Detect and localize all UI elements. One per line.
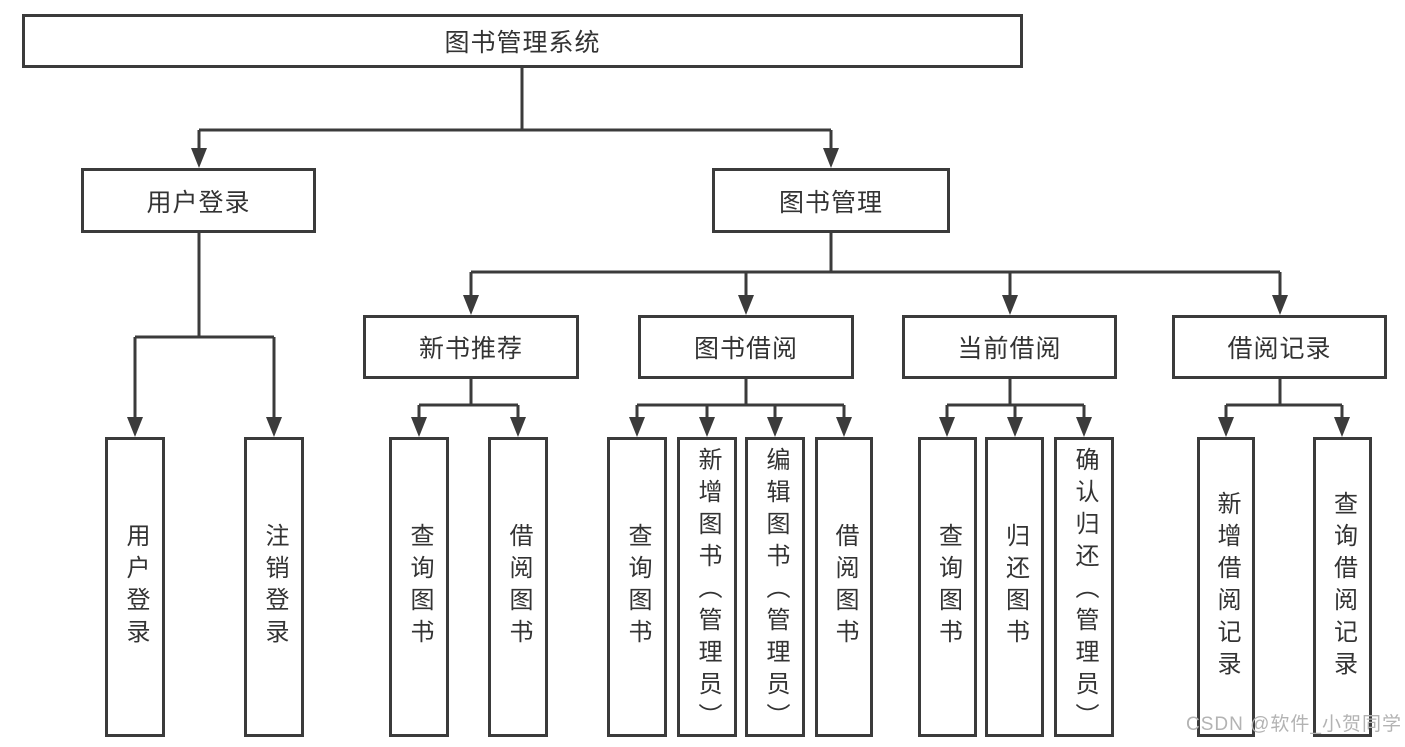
node-current-borrowing: 当前借阅 xyxy=(902,315,1117,379)
node-label: 当前借阅 xyxy=(957,335,1062,363)
node-label: 编辑图书（管理员） xyxy=(762,447,789,735)
leaf-query-books-recommend: 查询图书 xyxy=(389,437,449,737)
leaf-add-books-admin: 新增图书（管理员） xyxy=(677,437,737,737)
node-label: 注销登录 xyxy=(261,523,288,651)
leaf-return-books: 归还图书 xyxy=(985,437,1044,737)
node-label: 查询图书 xyxy=(934,523,962,651)
node-label: 借阅记录 xyxy=(1227,335,1332,363)
node-label: 确认归还（管理员） xyxy=(1071,447,1098,735)
leaf-borrow-books-recommend: 借阅图书 xyxy=(488,437,548,737)
node-label: 查询图书 xyxy=(406,523,433,651)
leaf-borrow-books-borrowing: 借阅图书 xyxy=(815,437,873,737)
csdn-watermark: CSDN @软件_小贺同学 xyxy=(1186,714,1402,735)
leaf-user-login: 用户登录 xyxy=(105,437,165,737)
node-new-book-recommendation: 新书推荐 xyxy=(363,315,579,379)
node-borrowing-records: 借阅记录 xyxy=(1172,315,1387,379)
leaf-query-books-borrowing: 查询图书 xyxy=(607,437,667,737)
node-label: 查询图书 xyxy=(624,523,651,651)
node-label: 新增借阅记录 xyxy=(1213,491,1240,683)
node-label: 用户登录 xyxy=(122,523,149,651)
node-label: 图书管理系统 xyxy=(444,29,601,57)
node-label: 图书管理 xyxy=(778,188,883,217)
leaf-query-borrow-record: 查询借阅记录 xyxy=(1313,437,1372,737)
leaf-logout-login: 注销登录 xyxy=(244,437,304,737)
leaf-edit-books-admin: 编辑图书（管理员） xyxy=(745,437,805,737)
node-label: 借阅图书 xyxy=(505,523,532,651)
node-label: 新增图书（管理员） xyxy=(694,447,721,735)
node-library-management-system: 图书管理系统 xyxy=(22,14,1023,68)
node-label: 查询借阅记录 xyxy=(1329,491,1357,683)
leaf-confirm-return-admin: 确认归还（管理员） xyxy=(1054,437,1114,737)
node-label: 借阅图书 xyxy=(831,523,858,651)
node-book-management: 图书管理 xyxy=(712,168,950,233)
node-label: 归还图书 xyxy=(1001,523,1029,651)
node-user-login: 用户登录 xyxy=(81,168,316,233)
node-label: 用户登录 xyxy=(146,188,251,217)
leaf-query-books-current: 查询图书 xyxy=(918,437,977,737)
node-label: 新书推荐 xyxy=(418,335,523,363)
node-label: 图书借阅 xyxy=(693,335,798,363)
leaf-add-borrow-record: 新增借阅记录 xyxy=(1197,437,1255,737)
node-book-borrowing: 图书借阅 xyxy=(638,315,854,379)
